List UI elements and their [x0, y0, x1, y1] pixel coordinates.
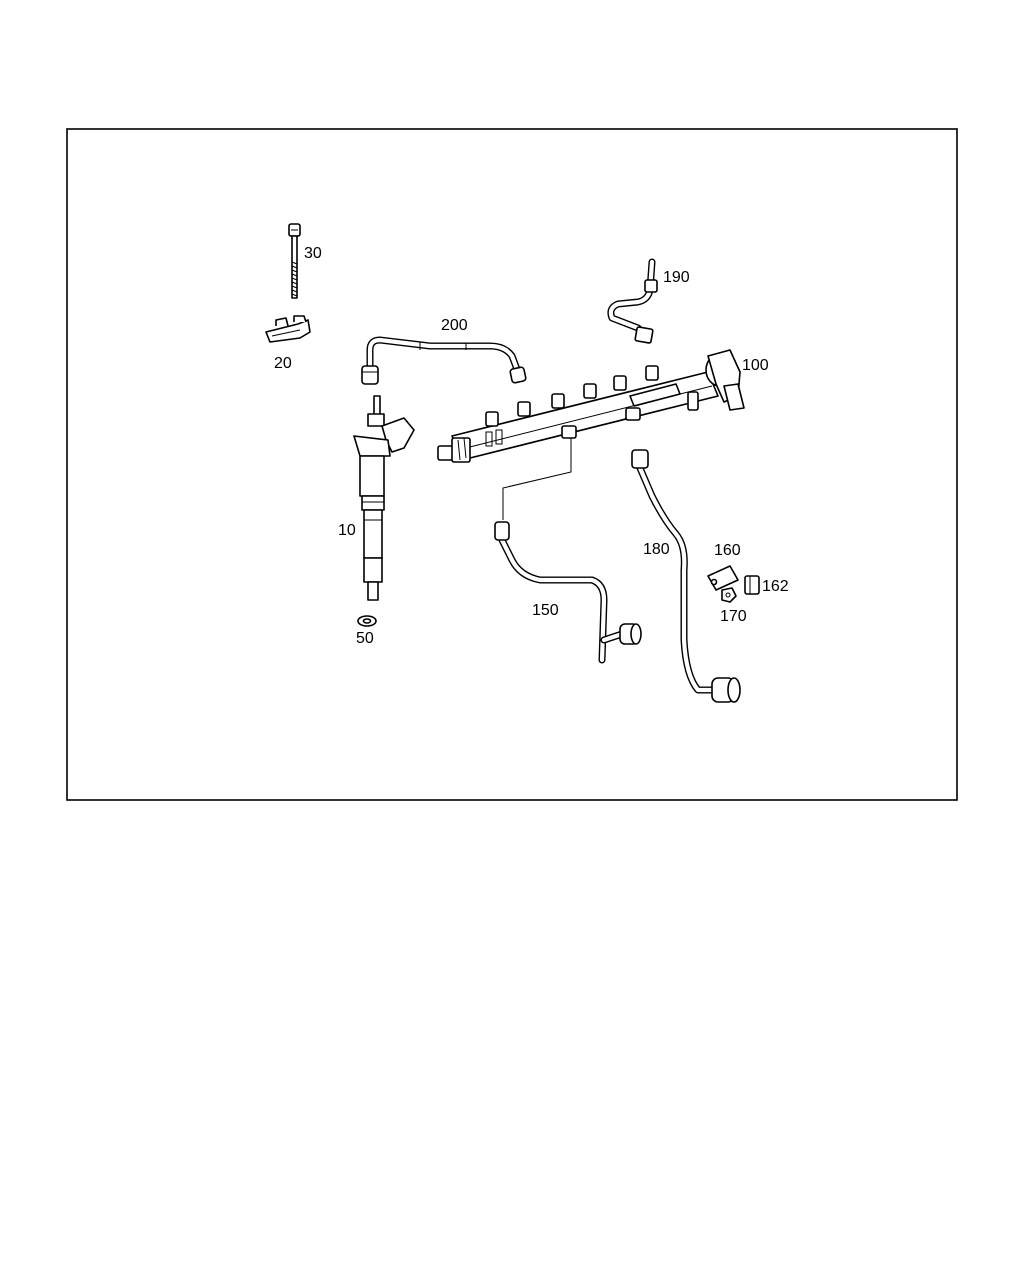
bolt-part[interactable] [288, 223, 301, 299]
callout-180: 180 [643, 541, 670, 558]
washer-part[interactable] [357, 615, 377, 627]
pipe-180[interactable] [631, 449, 741, 703]
callout-100: 100 [742, 357, 769, 374]
callout-162: 162 [762, 578, 789, 595]
diagram-frame [66, 128, 958, 801]
clip-part[interactable] [707, 565, 739, 591]
callout-30: 30 [304, 245, 322, 262]
sleeve-part[interactable] [744, 575, 760, 595]
callout-20: 20 [274, 355, 292, 372]
pipe-200[interactable] [361, 336, 527, 385]
callout-160: 160 [714, 542, 741, 559]
injector-part[interactable] [353, 395, 415, 601]
leader-line [502, 438, 572, 520]
callout-200: 200 [441, 317, 468, 334]
nut-part[interactable] [721, 587, 737, 603]
callout-190: 190 [663, 269, 690, 286]
callout-170: 170 [720, 608, 747, 625]
clamp-part[interactable] [265, 315, 311, 343]
pipe-190[interactable] [607, 258, 658, 344]
callout-50: 50 [356, 630, 374, 647]
callout-150: 150 [532, 602, 559, 619]
pipe-150[interactable] [494, 521, 642, 664]
callout-10: 10 [338, 522, 356, 539]
fuel-rail-part[interactable] [437, 349, 745, 463]
